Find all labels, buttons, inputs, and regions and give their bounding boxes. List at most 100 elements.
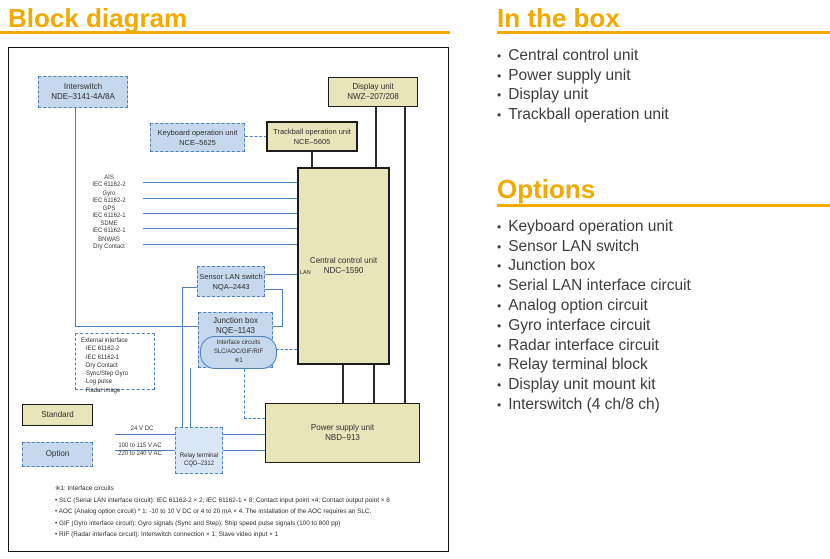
junction-box-label: Junction box xyxy=(213,316,258,325)
line-trackball-to-central xyxy=(311,152,313,167)
trackball-unit-model: NCE–5605 xyxy=(293,136,331,146)
display-unit-label: Display unit xyxy=(352,81,394,91)
keyboard-unit-box: Keyboard operation unit NCE–5625 xyxy=(150,123,245,152)
signal-spec: IEC 61162-2 xyxy=(92,182,126,189)
signal-name: BNWAS xyxy=(98,237,120,243)
bullet-icon: • xyxy=(497,219,502,234)
options-rule xyxy=(497,204,830,207)
bullet-icon: • xyxy=(497,48,502,63)
list-item-label: Interswitch (4 ch/8 ch) xyxy=(508,396,660,414)
interswitch-label: Interswitch xyxy=(63,81,103,91)
bullet-icon: • xyxy=(497,239,502,254)
list-item-label: Trackball operation unit xyxy=(508,106,669,124)
line-interface-to-central xyxy=(276,349,297,350)
external-interface-item: ·Log pulse xyxy=(84,379,113,386)
label-ac-input: 100 to 115 V AC 220 to 240 V AC xyxy=(116,443,164,458)
external-interface-item: ·Sync/Step Gyro xyxy=(84,371,129,378)
external-interface-title: External interface xyxy=(81,338,128,344)
bullet-icon: • xyxy=(497,358,502,373)
central-control-unit-model: NDC–1590 xyxy=(323,266,364,275)
line-interface-down-v xyxy=(244,369,245,419)
list-item-label: Keyboard operation unit xyxy=(508,217,673,235)
list-item-label: Central control unit xyxy=(508,46,639,64)
interface-circuits-label: Interface circuits xyxy=(216,340,261,347)
options-list: • Keyboard operation unit •Sensor LAN swi… xyxy=(497,217,691,415)
footnote-line: • RIF (Radar interface circuit): Intersw… xyxy=(55,531,279,539)
line-signal-bnwas xyxy=(143,244,297,246)
signal-label-gps: GPS IEC 61162-1 xyxy=(78,206,140,220)
list-item-label: Serial LAN interface circuit xyxy=(508,277,691,295)
power-supply-unit-box: Power supply unit NBD–913 xyxy=(265,403,420,463)
line-interswitch-drop xyxy=(75,108,77,326)
list-item: •Sensor LAN switch xyxy=(497,237,691,257)
signal-label-bnwas: BNWAS Dry Contact xyxy=(78,237,140,251)
signal-spec: IEC 61162-2 xyxy=(92,198,126,205)
list-item: • Interswitch (4 ch/8 ch) xyxy=(497,395,691,415)
line-display-to-power xyxy=(404,107,406,403)
list-item-label: Relay terminal block xyxy=(508,356,648,374)
legend-option-label: Option xyxy=(45,449,70,459)
label-24vdc: 24 V DC xyxy=(130,426,154,432)
bullet-icon: • xyxy=(497,88,502,103)
power-supply-unit-label: Power supply unit xyxy=(310,422,375,432)
line-riser-junction-v xyxy=(190,368,192,435)
label-ac-range-2: 220 to 240 V AC xyxy=(118,450,162,457)
line-signal-ais xyxy=(143,182,297,184)
list-item: •Power supply unit xyxy=(497,66,669,86)
interface-circuits-list: SLC/AOC/GIF/RIF xyxy=(213,349,264,356)
external-interface-item: ·Radar image xyxy=(84,387,121,394)
signal-name: Gyro xyxy=(102,191,116,197)
central-control-unit-box: Central control unit NDC–1590 xyxy=(297,167,390,365)
list-item: • Relay terminal block xyxy=(497,356,691,376)
line-sensor-to-lan-port xyxy=(265,274,297,276)
list-item: •Display unit mount kit xyxy=(497,375,691,395)
interface-circuits-box: Interface circuits SLC/AOC/GIF/RIF ※1 xyxy=(200,336,277,369)
display-unit-box: Display unit NWZ–207/208 xyxy=(328,77,418,107)
list-item-label: Junction box xyxy=(508,257,596,275)
signal-spec: IEC 61162-1 xyxy=(92,228,126,235)
line-sensor-right-2 xyxy=(282,289,284,327)
list-item: •Trackball operation unit xyxy=(497,105,669,125)
interswitch-box: Interswitch NDE–3141-4A/8A xyxy=(38,76,128,108)
line-central-to-power-1 xyxy=(342,365,344,403)
list-item-label: Power supply unit xyxy=(508,66,631,84)
keyboard-unit-model: NCE–5625 xyxy=(179,137,216,147)
trackball-unit-box: Trackball operation unit NCE–5605 xyxy=(266,121,358,152)
legend-standard: Standard xyxy=(22,404,93,426)
line-interswitch-to-junction xyxy=(75,326,198,328)
list-item: • Central control unit xyxy=(497,46,669,66)
line-riser-sensor-h xyxy=(182,287,197,289)
relay-terminal-label: Relay terminal xyxy=(179,453,219,460)
line-signal-gps xyxy=(143,213,297,215)
signal-name: GPS xyxy=(102,206,116,212)
sensor-lan-switch-model: NQA–2443 xyxy=(212,281,250,291)
bullet-icon: • xyxy=(497,338,502,353)
in-the-box-list: •Central control unit •Power supply unit… xyxy=(497,46,669,125)
label-ac-range-1: 100 to 115 V AC xyxy=(118,443,162,449)
legend-option: Option xyxy=(22,442,93,467)
line-signal-gyro xyxy=(143,198,297,200)
power-supply-unit-model: NBD–913 xyxy=(325,433,360,442)
line-sensor-right-1 xyxy=(265,289,283,291)
in-the-box-title: In the box xyxy=(497,3,620,33)
bullet-icon: • xyxy=(497,299,502,314)
line-riser-sensor-v xyxy=(182,287,184,435)
relay-terminal-model: CQD–2312 xyxy=(183,461,215,468)
trackball-unit-label: Trackball operation unit xyxy=(273,126,351,136)
list-item: •Analog option circuit xyxy=(497,296,691,316)
list-item-label: Display unit xyxy=(508,86,589,104)
interface-circuits-note: ※1 xyxy=(234,357,243,364)
bullet-icon: • xyxy=(497,398,502,413)
options-title: Options xyxy=(497,174,596,204)
footnote-line: ※1: Interface circuits xyxy=(55,485,114,492)
central-control-unit-label: Central control unit xyxy=(309,255,378,265)
footnote-line: • GIF (Gyro interface circuit): Gyro sig… xyxy=(55,519,341,527)
external-interface-box: External interface ·IEC 61162-2 ·IEC 611… xyxy=(75,333,155,394)
footnote-line: • AOC (Analog option circuit) * 1: -10 t… xyxy=(55,508,372,516)
line-central-to-power-2 xyxy=(373,365,375,403)
signal-label-sdme: SDME IEC 61162-1 xyxy=(78,221,140,235)
block-diagram-title-rule xyxy=(0,31,450,34)
signal-spec: Dry Contact xyxy=(93,244,125,251)
list-item: •Junction box xyxy=(497,257,691,277)
line-signal-sdme xyxy=(143,228,297,230)
